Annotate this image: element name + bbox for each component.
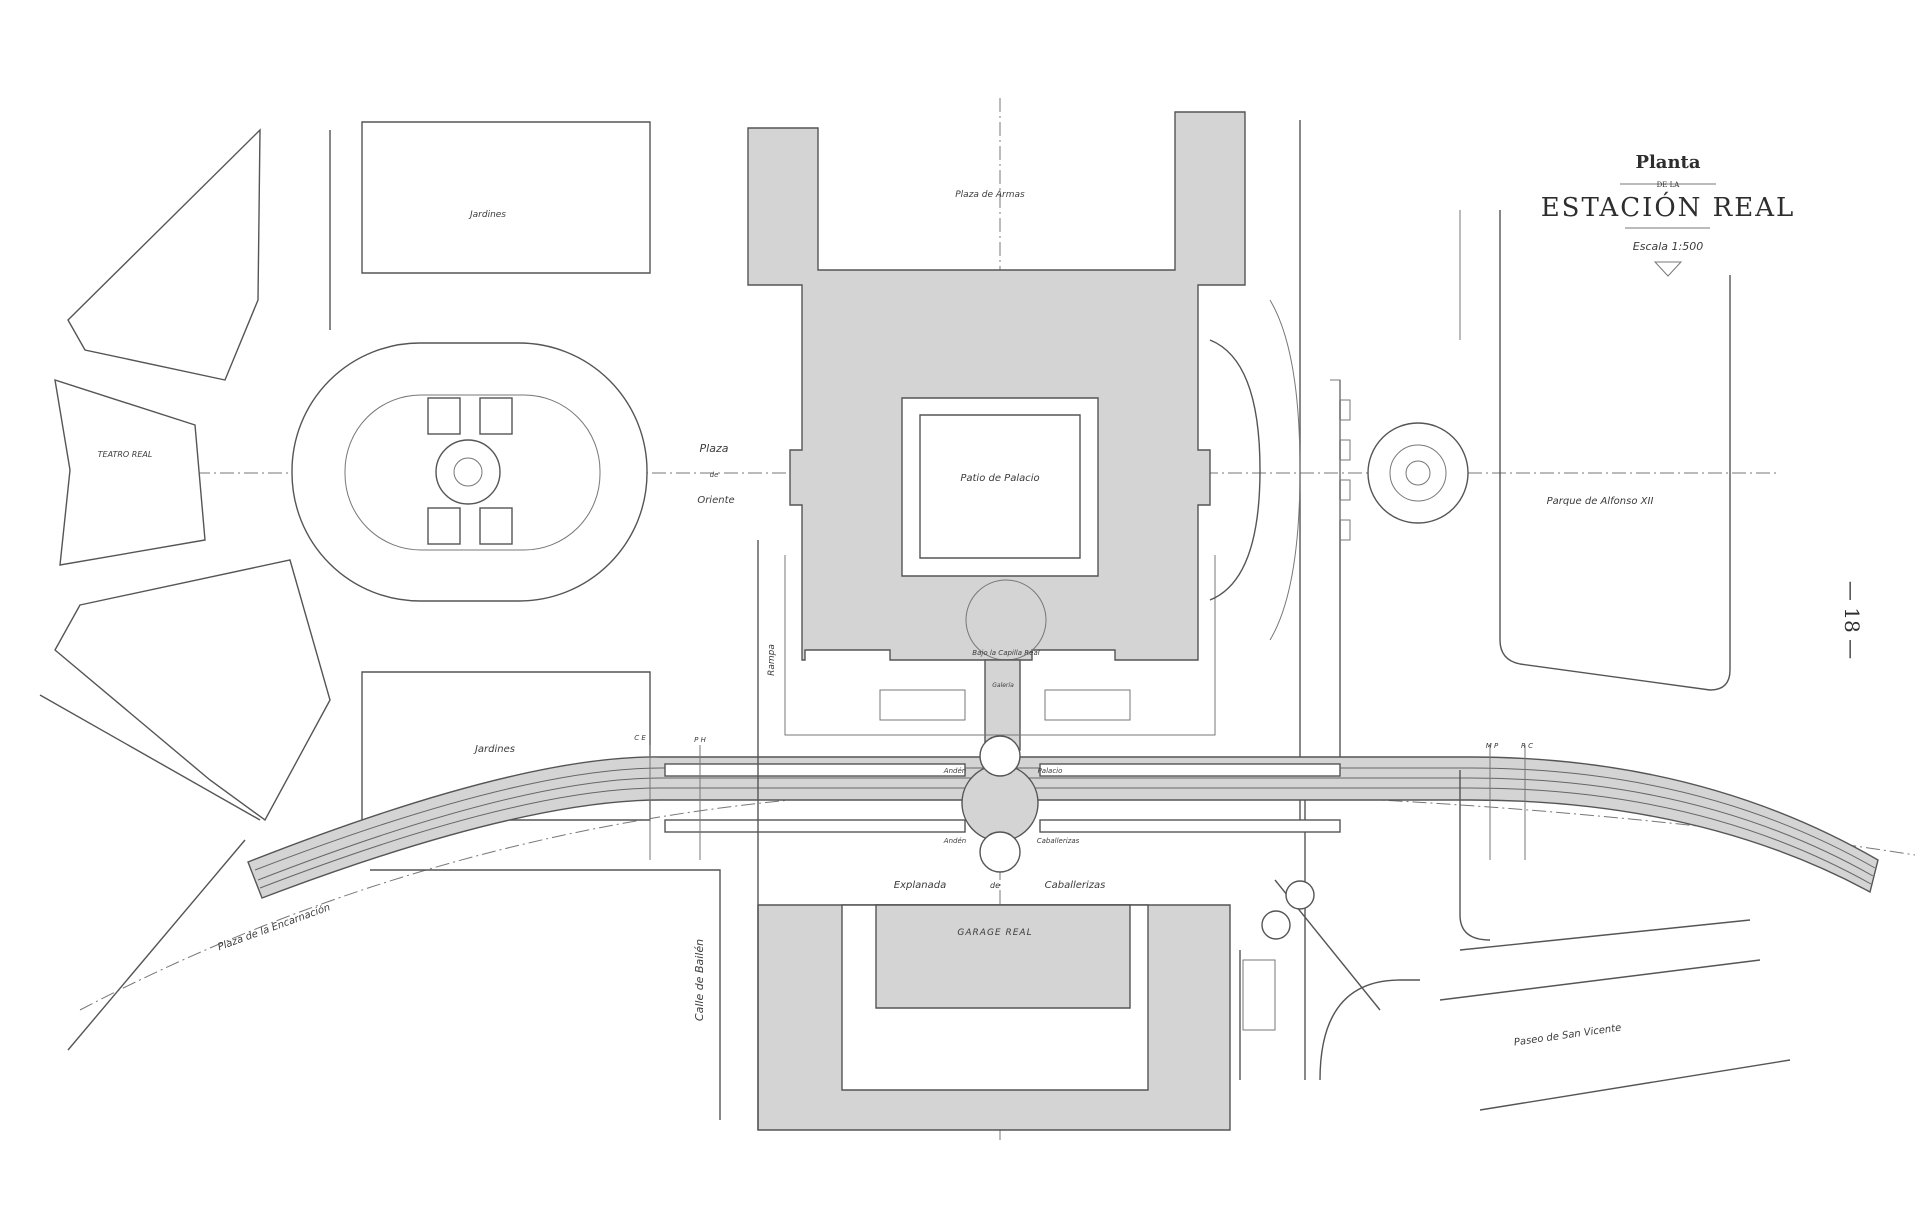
label-teatro-real: TEATRO REAL — [98, 450, 153, 459]
label-mp: M P — [1486, 742, 1499, 750]
label-patio-de-palacio: Patio de Palacio — [960, 473, 1039, 484]
label-plaza: Plaza — [700, 442, 729, 455]
rotunda-inner — [1405, 460, 1431, 486]
rotunda-outer — [1367, 422, 1469, 524]
railway-platform — [247, 756, 1879, 899]
block-southwest — [54, 559, 331, 822]
label-rc: R C — [1521, 742, 1533, 750]
palace-precinct — [784, 555, 1216, 736]
lower-left-blocks — [67, 839, 721, 1120]
track-2 — [257, 777, 1874, 881]
label-anden-palacio-1: Andén — [943, 767, 966, 775]
page-number: — 18 — — [1840, 581, 1864, 659]
label-paseo-san-vicente: Paseo de San Vicente — [1513, 1023, 1622, 1049]
label-ph: P H — [694, 736, 706, 744]
small-circle-1 — [1285, 880, 1315, 910]
ramp-curve-outer — [1269, 299, 1301, 641]
label-de: de — [710, 471, 719, 479]
label-calle-bailen: Calle de Bailén — [693, 939, 706, 1021]
label-ce: C E — [634, 734, 646, 742]
ramp-curve — [1209, 339, 1261, 601]
lower-curve — [1319, 979, 1420, 1081]
rotunda-middle — [1389, 444, 1447, 502]
anden-palacio-platform — [664, 763, 966, 777]
palace-courtyard-inner — [919, 414, 1081, 559]
parque-boundary — [1499, 210, 1731, 691]
teatro-real-block — [54, 378, 206, 566]
label-anden-cab-2: Caballerizas — [1037, 837, 1080, 845]
street-line-8 — [1439, 959, 1761, 1001]
block-northwest — [67, 128, 261, 381]
label-anden-palacio-2: Palacio — [1038, 767, 1063, 775]
stair-steps — [1330, 379, 1351, 541]
track-3 — [259, 787, 1872, 889]
label-parque-alfonso-xii: Parque de Alfonso XII — [1547, 496, 1654, 507]
label-explanada: Explanada — [894, 880, 946, 891]
label-plaza-de-armas: Plaza de Armas — [955, 190, 1025, 200]
title-line3: ESTACIÓN REAL — [1541, 191, 1796, 223]
palace-annex-left — [879, 689, 966, 721]
lower-right-curve — [1459, 770, 1491, 941]
label-jardines-top: Jardines — [468, 210, 506, 220]
label-oriente: Oriente — [697, 495, 734, 506]
label-jardines-bottom: Jardines — [473, 744, 515, 755]
block-edge — [370, 869, 721, 1120]
turntable-south — [979, 831, 1021, 873]
lower-buildings — [757, 540, 1231, 1131]
garden-oval-inner — [344, 394, 601, 551]
anden-caballerizas-platform — [664, 819, 966, 833]
small-building — [1242, 959, 1276, 1031]
title-line2: DE LA — [1657, 181, 1681, 189]
title-block: Planta DE LA ESTACIÓN REAL Escala 1:500 — [1541, 152, 1796, 277]
parterre-4 — [479, 507, 513, 545]
anden-palacio-platform-east — [1039, 763, 1341, 777]
label-plaza-encarnacion: Plaza de la Encarnación — [216, 901, 332, 953]
street-line-9 — [1479, 1059, 1791, 1111]
small-circle-2 — [1261, 910, 1291, 940]
label-explanada-de: de — [990, 881, 1000, 890]
title-line1: Planta — [1635, 152, 1700, 173]
rotunda — [1367, 422, 1469, 524]
parterre-1 — [427, 397, 461, 435]
parterre-3 — [427, 507, 461, 545]
title-ornament — [1653, 261, 1683, 277]
street-line-1 — [39, 694, 261, 821]
label-explanada-caballerizas: Caballerizas — [1045, 880, 1106, 891]
central-fountain-outer — [435, 439, 501, 505]
anden-caballerizas-platform-east — [1039, 819, 1341, 833]
lower-right-streets — [1239, 770, 1791, 1111]
jardines-top-block — [361, 121, 651, 274]
label-bajo-capilla: Bajo la Capilla Real — [972, 649, 1039, 657]
plaza-de-oriente-garden — [291, 342, 648, 602]
garage-real-building — [875, 904, 1131, 1009]
railway — [247, 735, 1879, 899]
palacio-real — [747, 111, 1246, 751]
palace-annex-right — [1044, 689, 1131, 721]
turntable-north — [979, 735, 1021, 777]
palace-building — [747, 111, 1246, 661]
label-anden-cab-1: Andén — [943, 837, 966, 845]
street-line-5 — [67, 839, 246, 1051]
label-galeria: Galería — [992, 682, 1014, 689]
label-garage-real: GARAGE REAL — [957, 928, 1032, 938]
parterre-2 — [479, 397, 513, 435]
title-scale: Escala 1:500 — [1633, 240, 1703, 253]
label-rampa: Rampa — [767, 644, 777, 676]
street-line-10 — [1459, 919, 1751, 951]
central-fountain-inner — [453, 457, 483, 487]
